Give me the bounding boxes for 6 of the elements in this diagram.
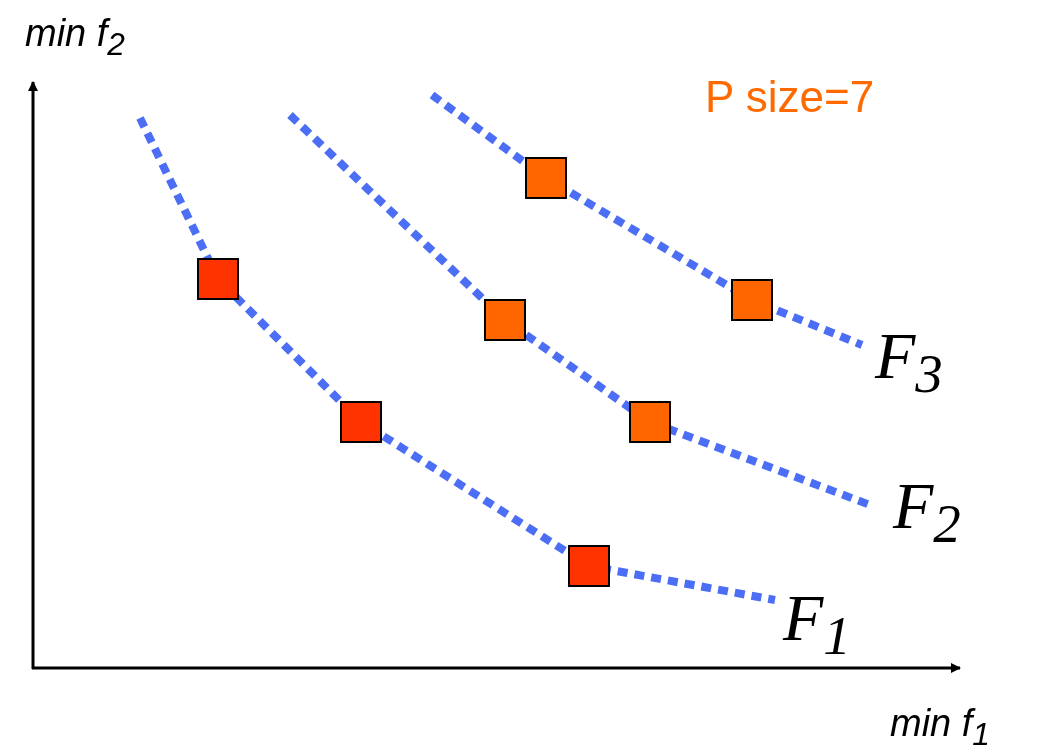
axis-label: min f$_{2}$ (25, 12, 125, 63)
axis-label: min f$_{1}$ (890, 702, 990, 752)
population-size-label: P size=7 (705, 72, 875, 122)
front-label: F$_{3}$ (875, 318, 943, 406)
front-label: F$_{2}$ (893, 468, 961, 556)
front-label: F$_{1}$ (783, 580, 851, 668)
